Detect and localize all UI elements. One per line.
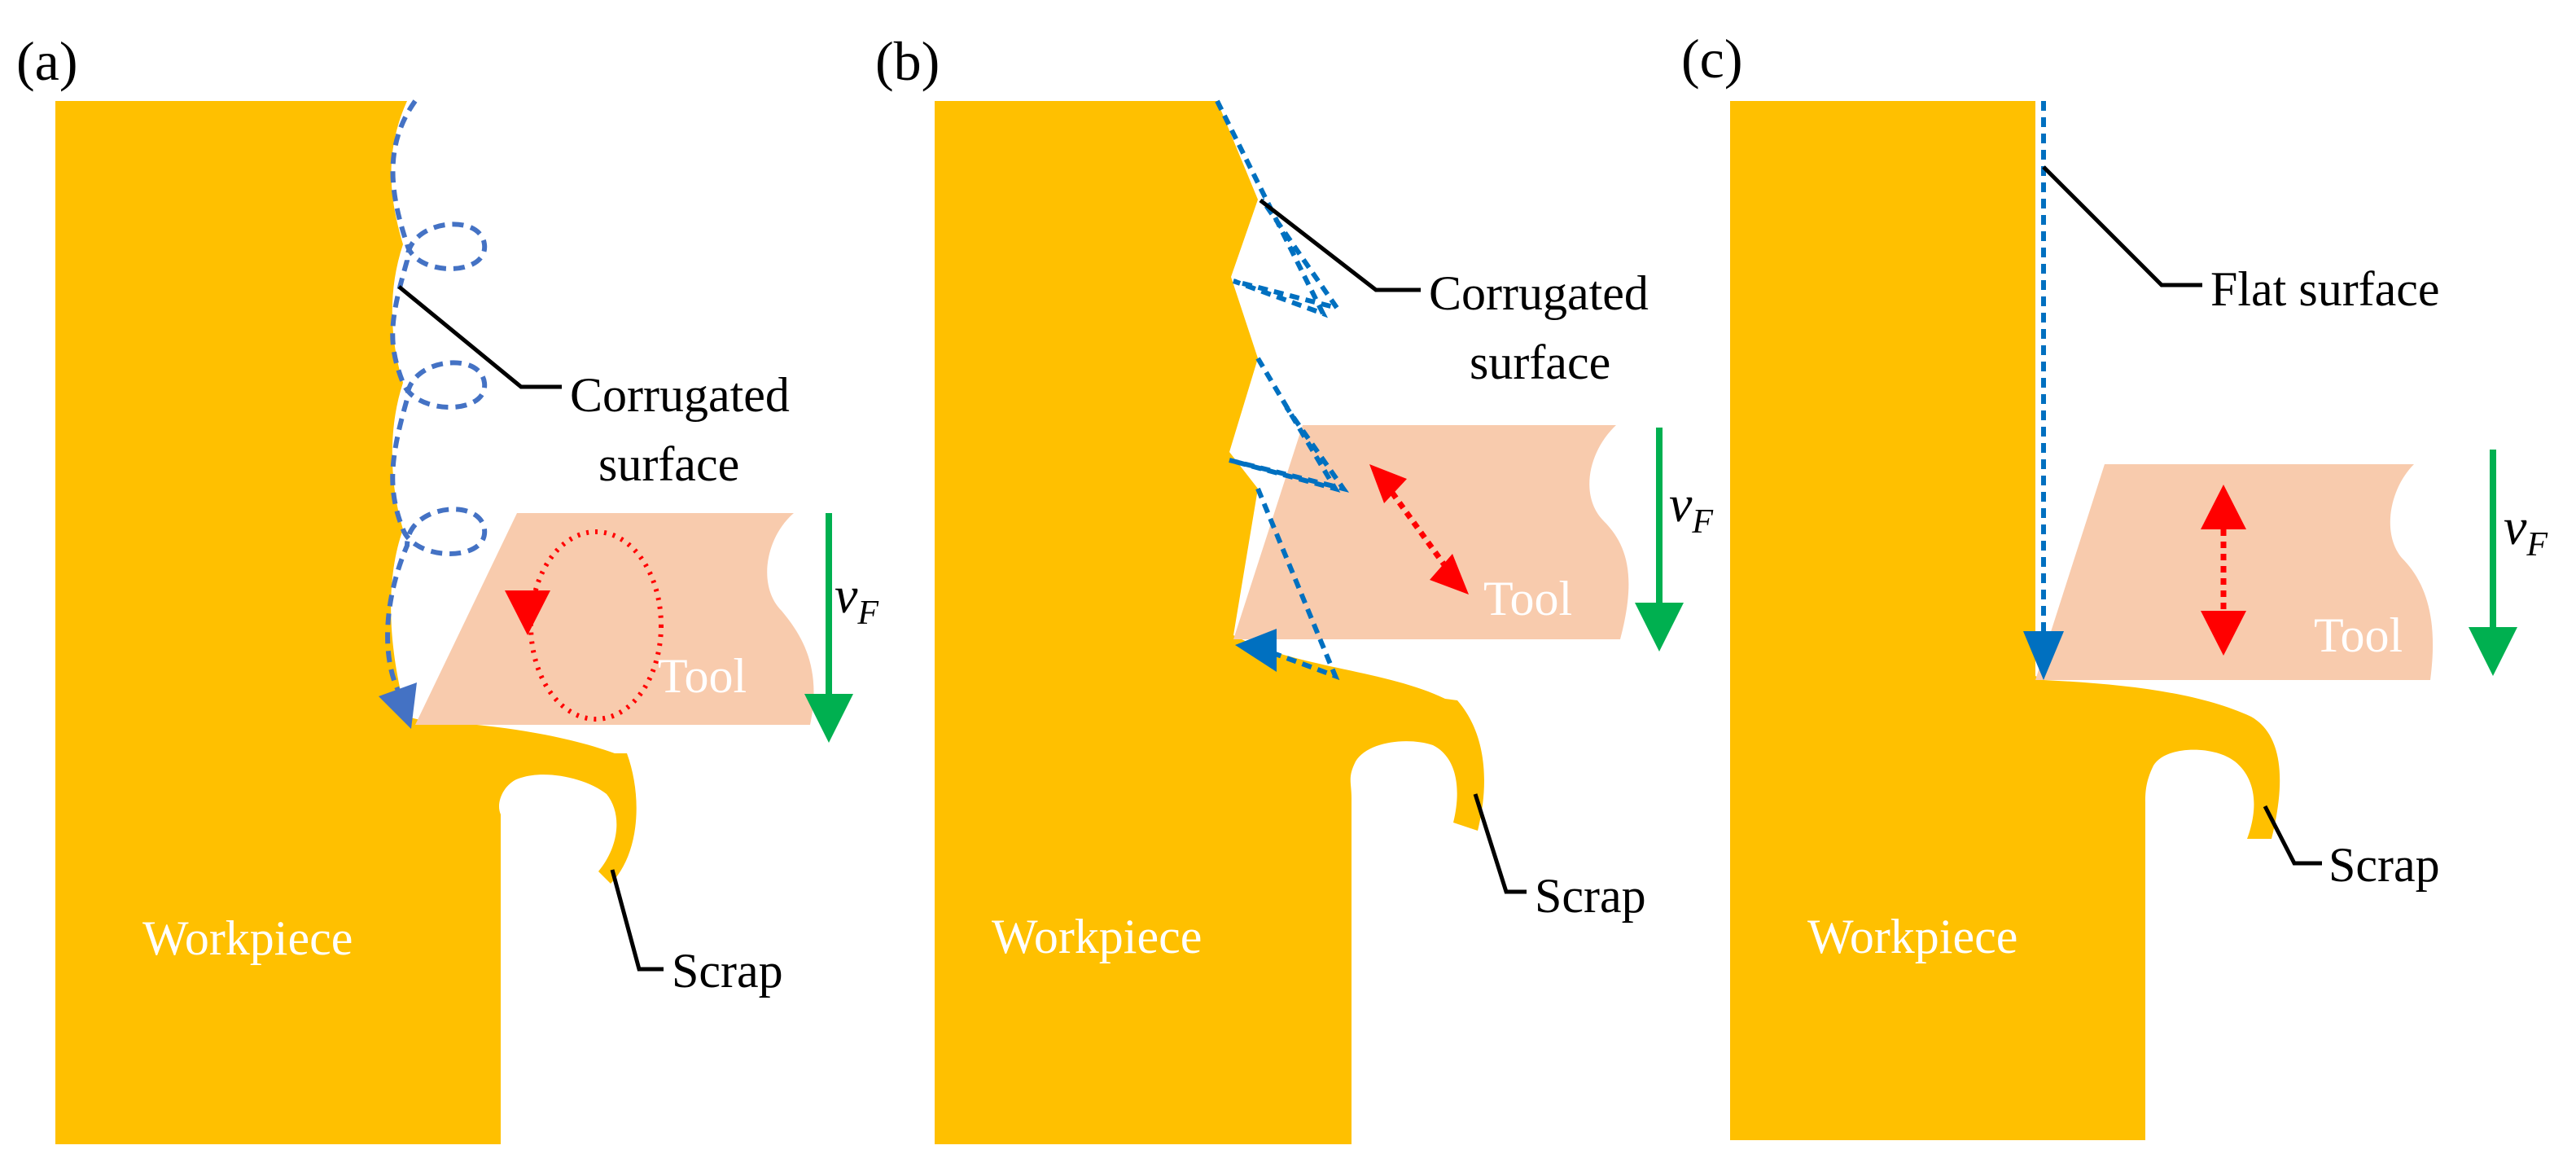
panel-c-vibration-arrowhead-bottom bbox=[2201, 611, 2246, 656]
panel-b-surface-leader bbox=[1259, 199, 1421, 292]
panel-c-surface-label: Flat surface bbox=[2210, 262, 2440, 316]
panel-a-workpiece bbox=[55, 101, 637, 1144]
panel-a-workpiece-label: Workpiece bbox=[142, 911, 353, 965]
panel-c-scrap-label: Scrap bbox=[2328, 838, 2440, 892]
panel-c-surface-leader bbox=[2042, 165, 2202, 287]
panel-b-corrugated-surface bbox=[1215, 99, 1350, 681]
panel-b-workpiece bbox=[935, 101, 1484, 1144]
panel-b-tool-vibration-line bbox=[1390, 490, 1448, 568]
panel-c-feed-label: vF bbox=[2504, 498, 2548, 564]
panel-c-scrap-leader bbox=[2263, 805, 2322, 866]
panel-a-tool bbox=[415, 513, 814, 725]
panel-b-workpiece-label: Workpiece bbox=[992, 910, 1202, 963]
panel-c: (c) Workpiece Tool Flat surface Scrap vF bbox=[1681, 28, 2548, 1140]
panel-b-vibration-arrowhead-top bbox=[1369, 464, 1407, 503]
panel-b: (b) Workpiece Tool Corrugated surface Sc… bbox=[875, 30, 1713, 1144]
panel-b-scrap-label: Scrap bbox=[1535, 869, 1646, 923]
panel-c-vibration-arrowhead-top bbox=[2201, 485, 2246, 529]
panel-c-feed-arrowhead bbox=[2469, 627, 2517, 676]
panel-b-surface-label-1: Corrugated bbox=[1429, 266, 1649, 320]
panel-a-scrap-leader bbox=[610, 869, 664, 972]
panel-a-surface-label-1: Corrugated bbox=[570, 368, 790, 422]
panel-a-surface-label-2: surface bbox=[598, 437, 739, 491]
panel-a-feed-arrowhead bbox=[804, 694, 853, 743]
panel-a-surface-leader bbox=[397, 285, 562, 389]
panel-c-tool bbox=[2035, 464, 2434, 680]
panel-a-feed-label: vF bbox=[835, 566, 878, 632]
panel-b-tool bbox=[1233, 425, 1629, 639]
panel-b-surface-arrowhead bbox=[1235, 629, 1277, 672]
panel-c-surface-arrowhead bbox=[2023, 631, 2064, 680]
panel-b-feed-arrowhead bbox=[1635, 603, 1684, 652]
panel-b-surface-label-2: surface bbox=[1470, 336, 1610, 389]
panel-b-scrap-leader bbox=[1473, 793, 1527, 894]
panel-b-tool-label: Tool bbox=[1483, 572, 1572, 625]
panel-a-scrap-label: Scrap bbox=[672, 944, 783, 998]
panel-b-vibration-arrowhead-bottom bbox=[1430, 554, 1469, 595]
panel-a-motion-arrowhead bbox=[505, 590, 550, 635]
panel-b-feed-label: vF bbox=[1669, 475, 1713, 541]
panel-a-corrugated-surface bbox=[385, 99, 488, 694]
panel-b-tag: (b) bbox=[875, 30, 940, 92]
panel-a: (a) Workpiece Tool Corrugated surface Sc… bbox=[16, 30, 878, 1144]
panel-a-tool-label: Tool bbox=[658, 649, 747, 703]
panel-a-surface-arrowhead bbox=[379, 682, 417, 729]
panel-c-tag: (c) bbox=[1681, 28, 1742, 90]
panel-c-workpiece bbox=[1730, 101, 2280, 1140]
panel-a-tag: (a) bbox=[16, 30, 77, 92]
panel-c-workpiece-label: Workpiece bbox=[1807, 910, 2017, 963]
panel-c-tool-label: Tool bbox=[2314, 608, 2403, 662]
